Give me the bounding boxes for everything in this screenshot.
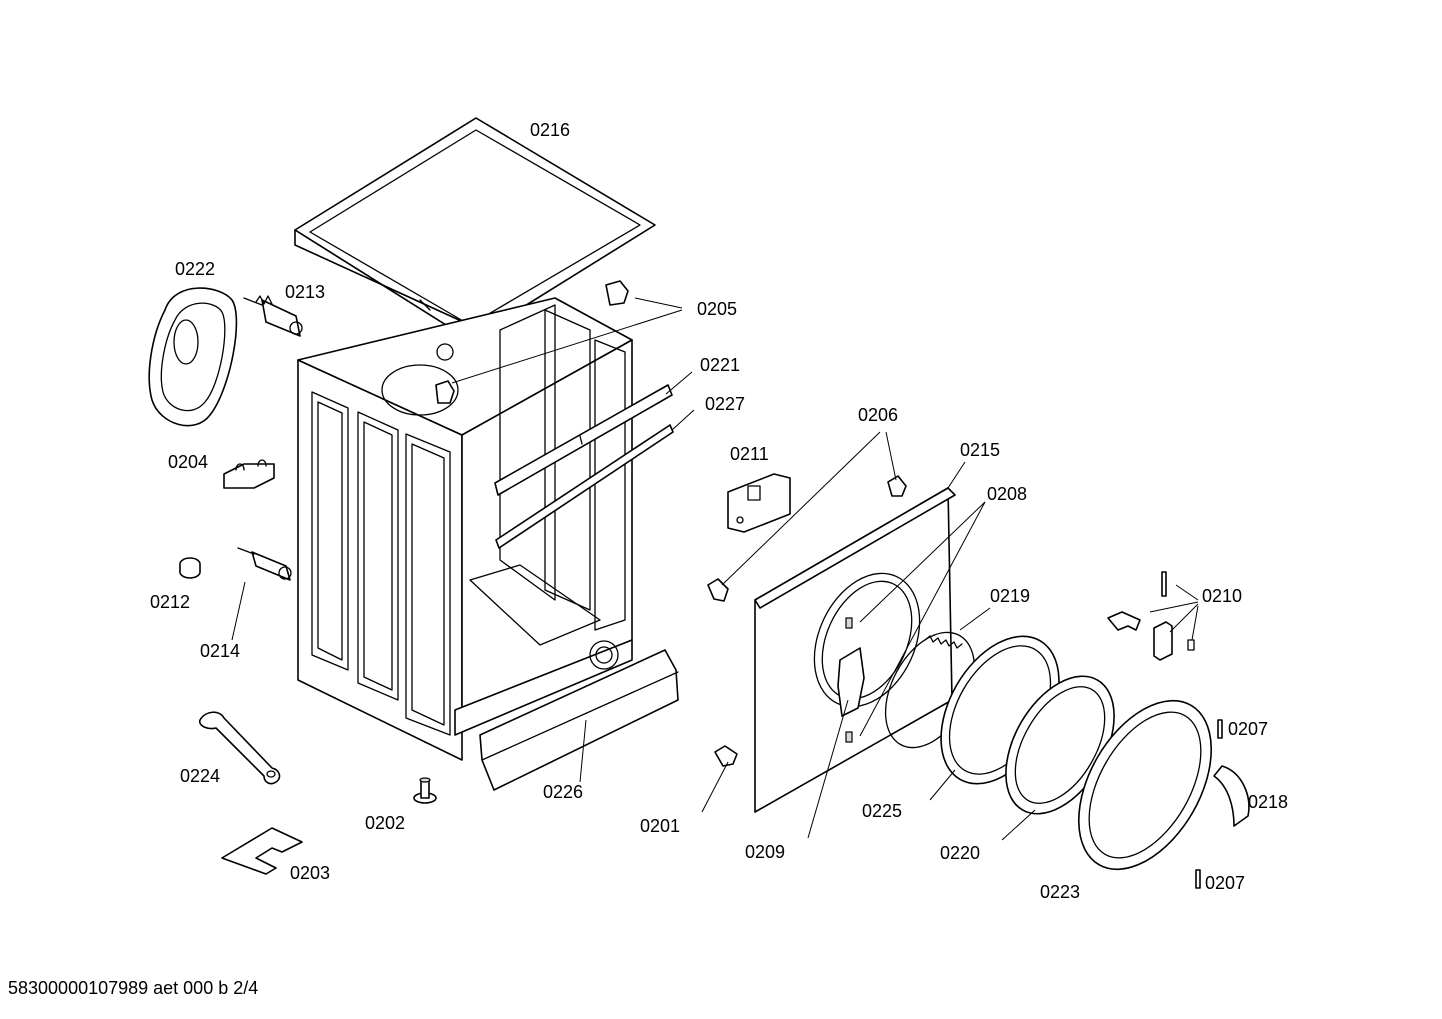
hinge-0210-part [1107,571,1195,661]
clip-0205-part [435,280,629,404]
shock-absorber-0214-part [237,547,292,581]
part-label-0209: 0209 [745,842,785,862]
spring-0219-part [924,635,963,649]
part-label-0213: 0213 [285,282,325,302]
door-lock-0211-part [727,473,791,533]
handle-0218-part [1213,765,1250,827]
part-label-0201: 0201 [640,816,680,836]
pin-0207-part [1195,719,1223,889]
part-label-0225: 0225 [862,801,902,821]
bracket-0203-part [221,827,303,875]
part-label-0221: 0221 [700,355,740,375]
part-label-0203: 0203 [290,863,330,883]
part-label-0223: 0223 [1040,882,1080,902]
front-panel-0215-part [754,487,956,813]
part-label-0202: 0202 [365,813,405,833]
document-code-footer: 58300000107989 aet 000 b 2/4 [8,978,259,998]
part-label-0224: 0224 [180,766,220,786]
cabinet-body-part [297,297,633,761]
part-label-0220: 0220 [940,843,980,863]
shock-absorber-0213-part [243,295,303,337]
part-label-0216: 0216 [530,120,570,140]
part-label-0210: 0210 [1202,586,1242,606]
part-label-0215: 0215 [960,440,1000,460]
part-label-0222: 0222 [175,259,215,279]
part-label-0205: 0205 [697,299,737,319]
plinth-panel-part [479,649,679,791]
wrench-0224-part [198,711,281,785]
bolt-0202-part [413,777,437,804]
rear-cover-part [148,287,238,427]
top-cover-part [294,117,656,341]
cross-strut-0227-part [495,424,674,549]
foot-0212-part [179,557,201,579]
part-label-0206: 0206 [858,405,898,425]
part-label-0226: 0226 [543,782,583,802]
leader-lines [231,297,1199,841]
holder-0204-part [223,459,275,489]
part-label-0214: 0214 [200,641,240,661]
pin-0201-part [714,745,738,767]
part-label-0207-upper: 0207 [1228,719,1268,739]
part-label-0204: 0204 [168,452,208,472]
cross-strut-0221-part [494,384,673,496]
door-ring-0223-part [1077,699,1213,871]
part-label-0212: 0212 [150,592,190,612]
part-label-0218: 0218 [1248,792,1288,812]
part-label-0208: 0208 [987,484,1027,504]
part-label-0219: 0219 [990,586,1030,606]
part-label-0227: 0227 [705,394,745,414]
part-label-0207-lower: 0207 [1205,873,1245,893]
part-label-0211: 0211 [730,444,769,464]
